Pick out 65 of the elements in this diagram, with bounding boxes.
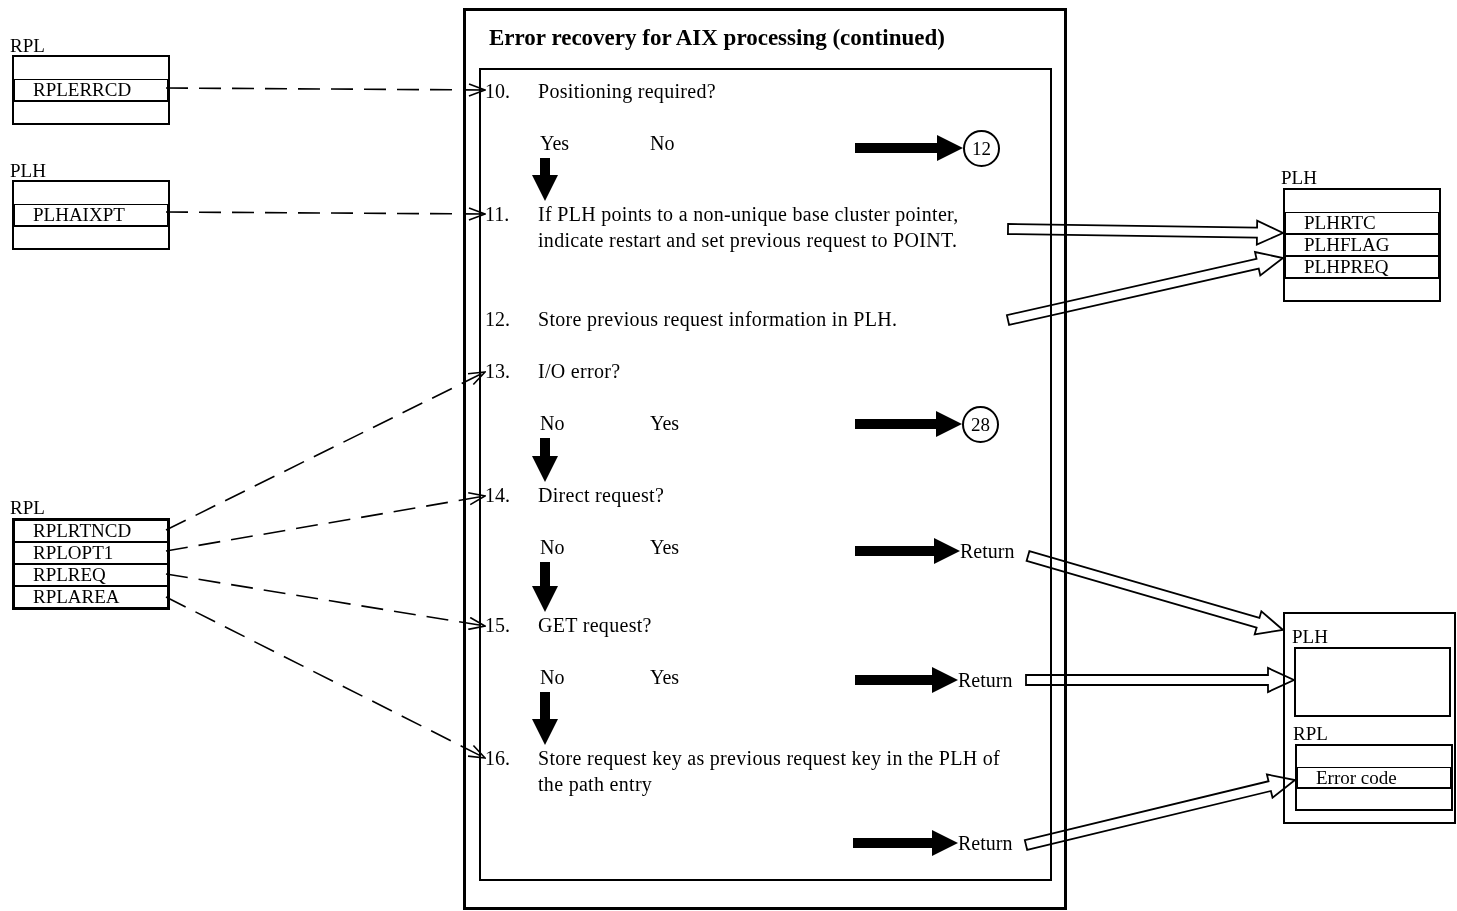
field-name: RPLOPT1 — [14, 542, 168, 564]
arrow — [532, 562, 558, 612]
arrow — [532, 692, 558, 745]
hollow-arrow — [1025, 550, 1286, 636]
branch-label: Yes — [540, 132, 570, 154]
field-name: RPLRTNCD — [14, 520, 168, 542]
field-name: PLHPREQ — [1285, 256, 1439, 278]
field-name: PLHFLAG — [1285, 234, 1439, 256]
branch-label: Yes — [650, 536, 680, 558]
return-label: Return — [958, 667, 1028, 693]
table-name: PLH — [1292, 627, 1328, 646]
step-number: 11. — [485, 202, 510, 227]
step-text: Store request key as previous request key in the PLH of the path entry — [538, 746, 1001, 797]
field-name: PLHRTC — [1285, 212, 1439, 234]
panel-title: Error recovery for AIX processing (continued) — [489, 25, 945, 51]
arrow — [532, 438, 558, 482]
page-connector: 12 — [963, 130, 1000, 167]
step-text: Store previous request information in PLH. — [538, 307, 899, 332]
hollow-arrow — [1023, 773, 1298, 851]
step-text: If PLH points to a non-unique base cluster pointer, indicate restart and set previous request to POINT. — [538, 202, 960, 253]
output-panel — [1283, 612, 1456, 824]
step-number: 14. — [485, 483, 510, 508]
arrow — [855, 667, 958, 693]
step-number: 10. — [485, 79, 510, 104]
branch-label: No — [540, 412, 565, 434]
dashed-arrow — [165, 492, 486, 552]
field-name: PLHAIXPT — [14, 204, 168, 226]
dashed-arrow — [165, 207, 486, 221]
page-connector: 28 — [962, 406, 999, 443]
return-label: Return — [960, 538, 1030, 564]
field-name: Error code — [1297, 767, 1451, 788]
dashed-arrow — [165, 596, 486, 759]
arrow — [855, 411, 962, 437]
step-text: Direct request? — [538, 483, 666, 508]
table-name: RPL — [1293, 724, 1328, 743]
arrow — [855, 538, 960, 564]
arrow — [853, 830, 958, 856]
branch-label: No — [540, 666, 565, 688]
hollow-arrow — [1025, 666, 1297, 694]
field-name: RPLREQ — [14, 564, 168, 586]
table-name: RPL — [10, 36, 45, 55]
table-name: PLH — [1281, 168, 1317, 187]
step-number: 13. — [485, 359, 510, 384]
branch-label: Yes — [650, 412, 680, 434]
dashed-arrow — [165, 371, 486, 531]
arrow — [855, 135, 963, 161]
step-text: Positioning required? — [538, 79, 717, 104]
hollow-arrow — [1007, 219, 1286, 246]
branch-label: No — [650, 132, 675, 154]
step-number: 15. — [485, 613, 510, 638]
step-text: GET request? — [538, 613, 653, 638]
table-name: RPL — [10, 498, 45, 517]
arrow — [532, 158, 558, 201]
field-name: RPLAREA — [14, 586, 168, 608]
return-label: Return — [958, 830, 1028, 856]
step-number: 12. — [485, 307, 510, 332]
dashed-arrow — [165, 83, 486, 97]
branch-label: No — [540, 536, 565, 558]
table-name: PLH — [10, 161, 46, 180]
hollow-arrow — [1005, 250, 1286, 326]
branch-label: Yes — [650, 666, 680, 688]
step-number: 16. — [485, 746, 510, 771]
dashed-arrow — [165, 573, 486, 631]
field-name: RPLERRCD — [14, 79, 168, 101]
step-text: I/O error? — [538, 359, 622, 384]
